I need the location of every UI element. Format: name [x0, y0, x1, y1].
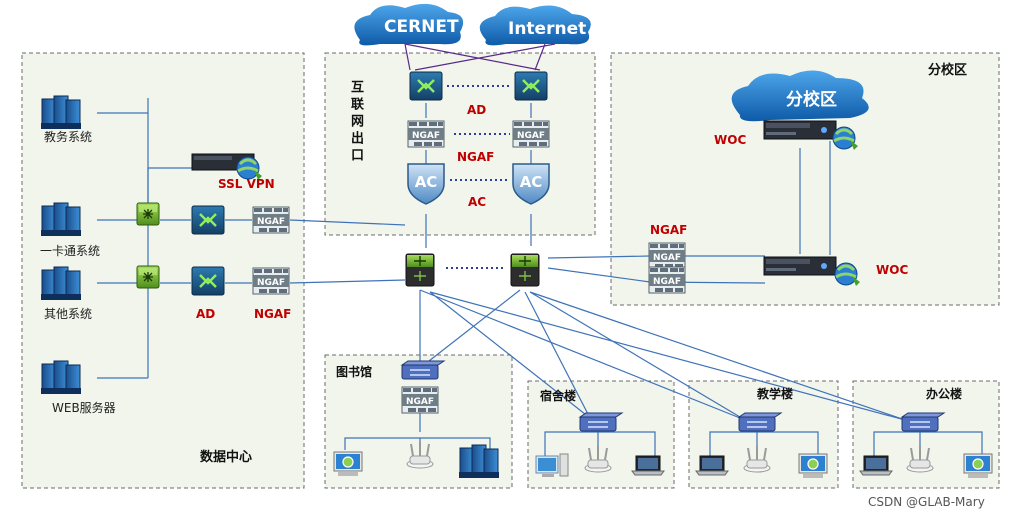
server-card	[40, 202, 82, 237]
dc-switch-top	[136, 202, 160, 226]
dc-switch-bottom	[136, 265, 160, 289]
network-links	[97, 43, 983, 458]
cloud-cernet	[354, 3, 464, 46]
teaching-desktop-icon	[798, 453, 828, 479]
office-laptop-icon	[859, 455, 893, 476]
zone-datacenter-title: 数据中心	[200, 450, 253, 465]
dc-ad-label: AD	[196, 307, 216, 321]
server-web	[40, 360, 82, 395]
woc-top-label: WOC	[714, 133, 747, 147]
egress-ac-label: AC	[468, 195, 487, 209]
ngaf-firewall-branch-top	[648, 242, 686, 270]
core-switch-left	[405, 253, 435, 287]
server-other	[40, 266, 82, 301]
ad-router-left	[408, 70, 444, 102]
ad-router-dc-bottom	[190, 265, 226, 297]
teaching-laptop-icon	[695, 455, 729, 476]
library-server-icon	[458, 444, 500, 479]
cloud-internet	[479, 5, 591, 46]
cloud-internet-label: Internet	[508, 19, 587, 39]
zone-egress	[324, 52, 596, 236]
dorm-laptop-icon	[631, 455, 665, 476]
zone-branch-title: 分校区	[928, 63, 968, 78]
egress-ngaf-label: NGAF	[457, 150, 495, 164]
ngaf-firewall-dc-top	[252, 206, 290, 234]
ngaf-firewall-branch-bottom	[648, 266, 686, 294]
woc-bottom-label: WOC	[876, 263, 909, 277]
zone-office-title: 办公楼	[926, 387, 963, 401]
server-other-label: 其他系统	[44, 307, 93, 321]
ngaf-firewall-egress-left	[407, 120, 445, 148]
watermark: CSDN @GLAB-Mary	[868, 495, 985, 509]
zone-teaching-title: 教学楼	[757, 387, 794, 401]
teaching-switch	[738, 412, 782, 432]
server-academic	[40, 95, 82, 130]
cloud-branch-label: 分校区	[786, 90, 837, 110]
dc-ngaf-label: NGAF	[254, 307, 292, 321]
sslvpn-label: SSL VPN	[218, 177, 275, 191]
core-switch-right	[510, 253, 540, 287]
server-card-label: 一卡通系统	[40, 244, 101, 258]
sslvpn-appliance	[191, 153, 264, 182]
ngaf-firewall-dc-bottom	[252, 267, 290, 295]
woc-appliance-bottom	[763, 256, 837, 276]
library-desktop-icon	[333, 451, 363, 477]
ad-router-dc-top	[190, 204, 226, 236]
ngaf-firewall-egress-right	[512, 120, 550, 148]
zone-dorm-title: 宿舍楼	[540, 389, 577, 403]
ha-links	[446, 85, 510, 269]
cloud-cernet-label: CERNET	[384, 17, 459, 37]
woc-appliance-top	[763, 120, 837, 140]
zone-egress-title: 互联网出口	[348, 80, 363, 165]
branch-ngaf-label: NGAF	[650, 223, 688, 237]
cloud-branch	[731, 70, 869, 122]
office-switch	[901, 412, 945, 432]
zone-library-title: 图书馆	[336, 365, 373, 379]
ad-router-right	[513, 70, 549, 102]
egress-ad-label: AD	[467, 103, 487, 117]
server-academic-label: 教务系统	[44, 130, 93, 144]
server-web-label: WEB服务器	[52, 401, 116, 415]
ngaf-firewall-library	[401, 386, 439, 414]
office-desktop-icon	[963, 453, 993, 479]
library-switch	[401, 360, 445, 380]
dorm-switch	[579, 412, 623, 432]
